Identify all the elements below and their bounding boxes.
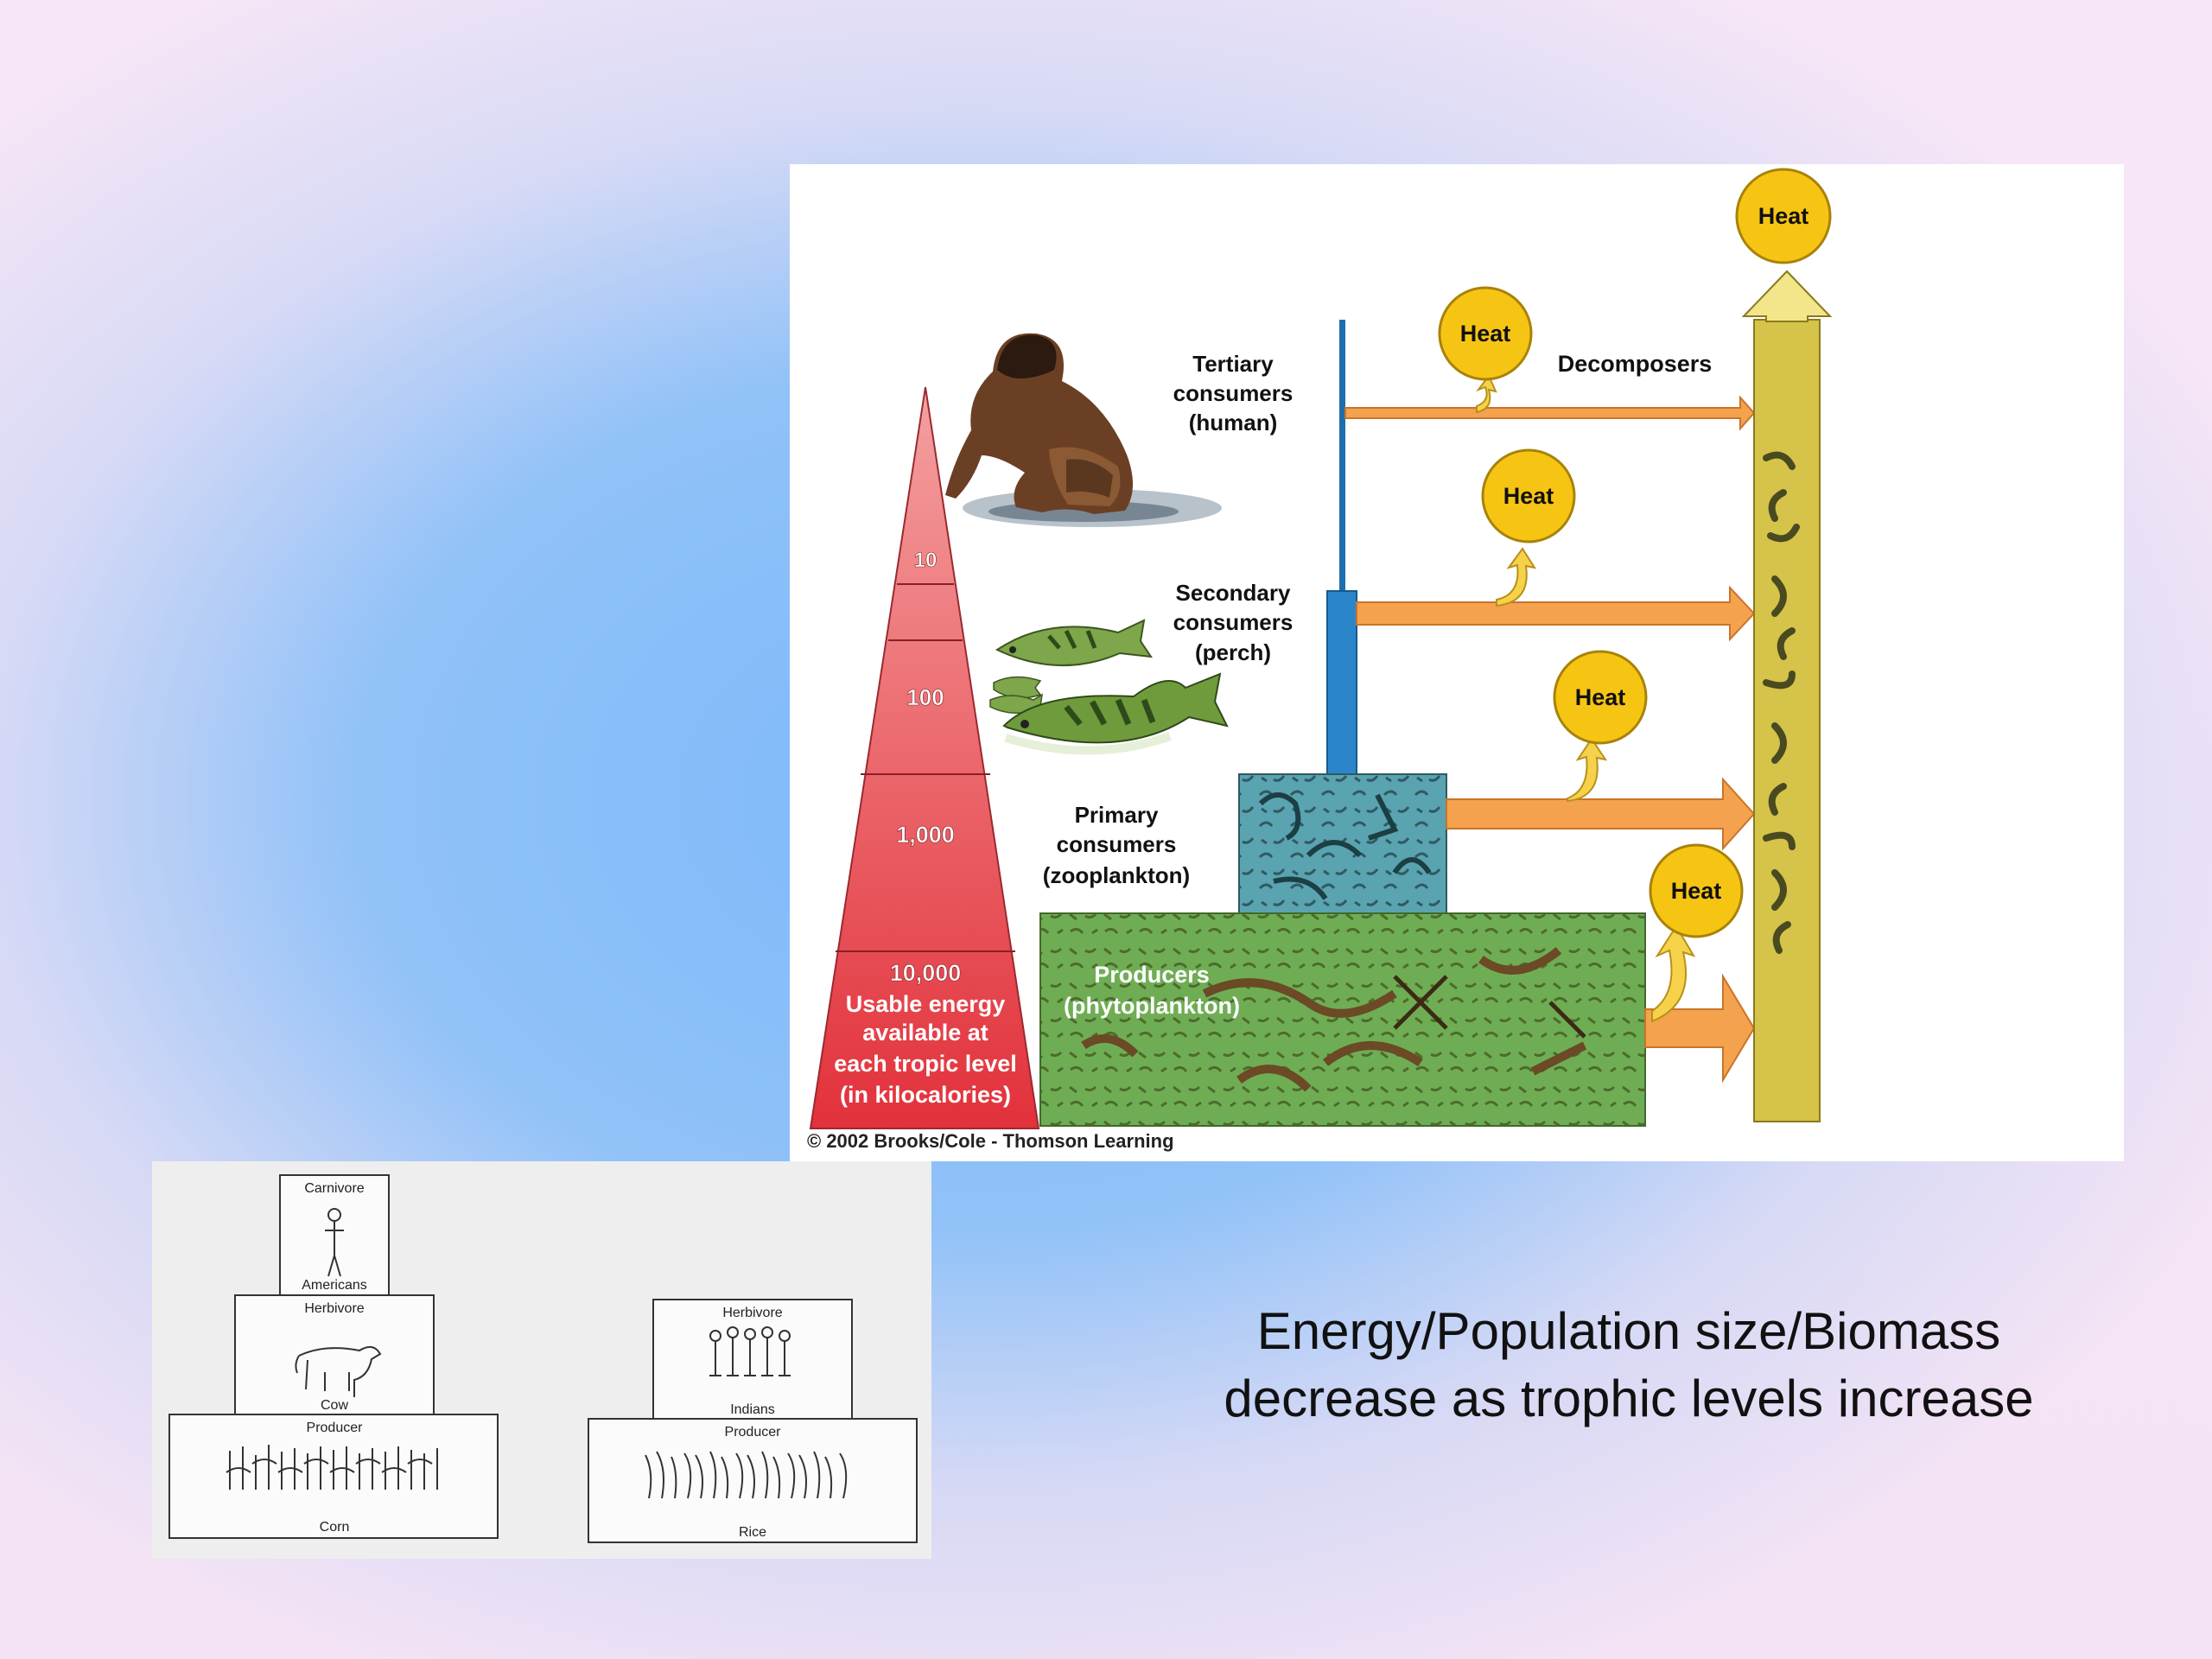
primary-line-3: (zooplankton): [1043, 862, 1190, 888]
usable-energy-line-1: Usable energy: [846, 991, 1006, 1017]
caption-line-1: Energy/Population size/Biomass: [1256, 1302, 2001, 1360]
food-pyramids-figure: Carnivore Americans Herbivore Cow Produc…: [152, 1161, 931, 1559]
left-pyramid-labels: Carnivore Americans Herbivore Cow Produc…: [302, 1181, 367, 1535]
left-corn-label: Corn: [320, 1520, 350, 1535]
heat-badge-tertiary: Heat: [1438, 286, 1533, 381]
cow-icon: [295, 1345, 382, 1397]
pyramid-value-1000: 1,000: [896, 822, 955, 848]
zooplankton-box: [1238, 773, 1447, 920]
tertiary-line-2: consumers: [1173, 380, 1294, 406]
heat-arrow-2: [1496, 547, 1537, 607]
copyright-text: © 2002 Brooks/Cole - Thomson Learning: [807, 1130, 1174, 1152]
producers-box: [1039, 912, 1646, 1127]
tertiary-line-1: Tertiary: [1192, 351, 1274, 377]
energy-pyramid: [809, 386, 1040, 1129]
pyramid-value-10: 10: [914, 549, 938, 572]
usable-energy-line-4: (in kilocalories): [840, 1082, 1011, 1108]
left-cow-label: Cow: [321, 1398, 348, 1413]
producers-label: Producers (phytoplankton): [1064, 962, 1240, 1019]
decomposers-label: Decomposers: [1558, 351, 1713, 377]
right-pyramid-labels: Herbivore Indians Producer Rice: [722, 1306, 782, 1540]
left-americans-label: Americans: [302, 1278, 367, 1293]
corn-icon: [226, 1445, 438, 1490]
left-pyramid: [168, 1174, 499, 1539]
primary-line-1: Primary: [1075, 802, 1159, 828]
heat-release-arrows: [1476, 374, 1696, 1023]
arrow-tertiary: [1344, 395, 1756, 431]
heat-text-top: Heat: [1758, 203, 1809, 229]
pyramid-value-100: 100: [906, 684, 944, 710]
heat-text-producers: Heat: [1671, 878, 1722, 904]
human-illustration: [945, 333, 1222, 527]
secondary-label: Secondary consumers (perch): [1173, 580, 1294, 665]
tertiary-line-3: (human): [1189, 410, 1278, 435]
heat-badge-secondary: Heat: [1481, 448, 1576, 543]
right-herbivore-label: Herbivore: [722, 1306, 782, 1320]
heat-badge-primary: Heat: [1553, 650, 1648, 745]
producers-line-1: Producers: [1094, 962, 1210, 988]
heat-text-tertiary: Heat: [1460, 321, 1511, 346]
perch-illustration: [989, 619, 1229, 755]
heat-text-primary: Heat: [1575, 684, 1626, 710]
primary-line-2: consumers: [1057, 831, 1177, 857]
rice-icon: [645, 1451, 848, 1499]
heat-arrow-4: [1651, 925, 1696, 1023]
heat-arrow-1: [1476, 374, 1497, 414]
right-producer-label: Producer: [725, 1425, 782, 1440]
heat-badge-producers: Heat: [1649, 843, 1744, 938]
left-producer-label: Producer: [307, 1421, 364, 1435]
energy-arrows: [1344, 395, 1756, 1084]
right-pyramid: [588, 1299, 918, 1543]
energy-flow-figure: 10 100 1,000 10,000 Usable energy availa…: [790, 164, 2124, 1161]
arrow-primary: [1446, 777, 1756, 851]
right-rice-label: Rice: [739, 1525, 766, 1540]
arrow-producers: [1644, 973, 1756, 1084]
left-herbivore-label: Herbivore: [304, 1301, 364, 1316]
caption-line-2: decrease as trophic levels increase: [1224, 1370, 2034, 1427]
person-icon: [325, 1208, 344, 1277]
caption-text: Energy/Population size/Biomass decrease …: [1154, 1298, 2104, 1433]
secondary-line-3: (perch): [1195, 639, 1271, 665]
heat-text-secondary: Heat: [1503, 483, 1554, 509]
pyramid-value-10000: 10,000: [890, 960, 962, 986]
heat-badge-top: Heat: [1735, 168, 1832, 264]
usable-energy-line-3: each tropic level: [834, 1051, 1017, 1077]
heat-arrow-3: [1567, 737, 1608, 803]
arrow-secondary: [1356, 585, 1756, 642]
left-carnivore-label: Carnivore: [304, 1181, 364, 1196]
secondary-line-1: Secondary: [1176, 580, 1291, 606]
secondary-line-2: consumers: [1173, 609, 1294, 635]
usable-energy-label: Usable energy available at each tropic l…: [834, 991, 1017, 1108]
tertiary-label: Tertiary consumers (human): [1173, 351, 1294, 435]
producers-line-2: (phytoplankton): [1064, 993, 1240, 1019]
decomposer-column: [1741, 270, 1833, 1122]
right-indians-label: Indians: [730, 1402, 775, 1417]
primary-label: Primary consumers (zooplankton): [1043, 802, 1190, 888]
usable-energy-line-2: available at: [862, 1020, 988, 1046]
heat-circles: Heat Heat Heat Heat Heat: [1438, 168, 1832, 938]
people-icon: [709, 1326, 791, 1376]
